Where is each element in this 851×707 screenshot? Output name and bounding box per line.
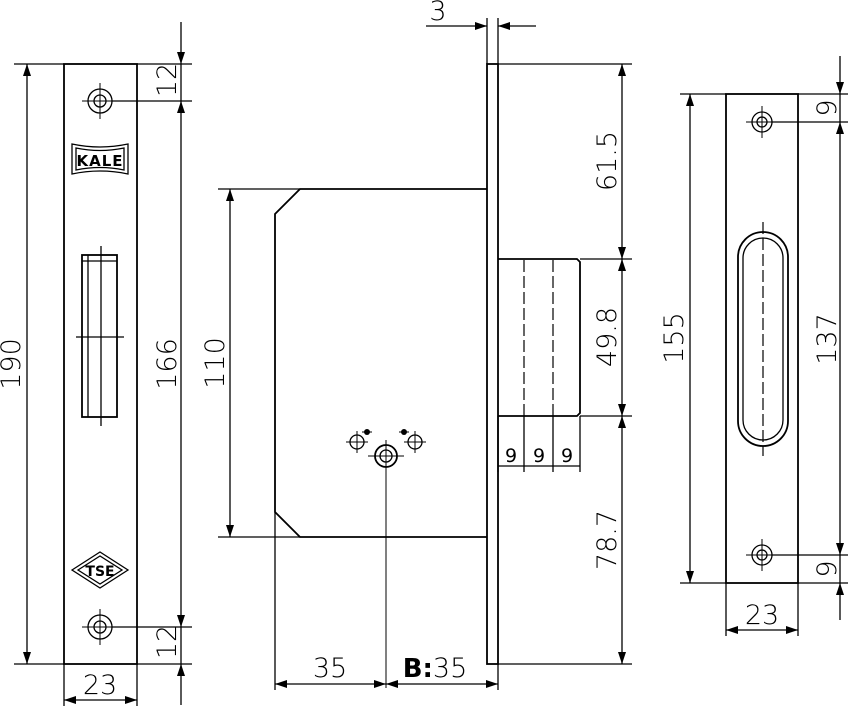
dim-strike-bottom-offset-label: 9 bbox=[812, 560, 843, 577]
dim-plate-thickness-label: 3 bbox=[429, 0, 446, 27]
dim-faceplate-height-label: 190 bbox=[0, 338, 27, 390]
dim-strike-bottom-offset: 9 bbox=[772, 554, 848, 620]
dim-upper-offset-label: 61.5 bbox=[592, 131, 623, 191]
dim-backset-label: B:35 bbox=[403, 653, 468, 684]
dim-faceplate-screw-span: 166 bbox=[152, 101, 185, 627]
dim-faceplate-bottom-offset: 12 bbox=[112, 625, 192, 705]
lock-front-plate bbox=[486, 63, 499, 665]
tse-mark-text: TSE bbox=[85, 564, 114, 580]
strike-plate-outline bbox=[725, 93, 799, 584]
faceplate-view: KALE TSE 190 12 bbox=[0, 22, 192, 706]
dim-vertical-chain: 61.5 49.8 78.7 bbox=[498, 63, 632, 665]
spindle-icon bbox=[368, 440, 404, 688]
lock-body-view: 3 110 61.5 49.8 78.7 bbox=[200, 0, 632, 690]
dim-horizontal-chain: 35 B:35 bbox=[274, 512, 499, 690]
kale-logo-icon: KALE bbox=[71, 143, 129, 175]
dim-strike-width: 23 bbox=[725, 583, 799, 636]
dim-faceplate-top-offset-label: 12 bbox=[152, 63, 183, 97]
dim-lower-offset-label: 78.7 bbox=[592, 510, 623, 570]
dim-faceplate-screw-span-label: 166 bbox=[152, 338, 183, 390]
dim-bolt-segments: 9 9 9 bbox=[497, 416, 581, 472]
dim-bolt-segment-2-label: 9 bbox=[533, 445, 545, 467]
dim-bolt-segment-3-label: 9 bbox=[561, 445, 573, 467]
dim-faceplate-bottom-offset-label: 12 bbox=[152, 625, 183, 659]
dim-bolt-height-label: 49.8 bbox=[592, 307, 623, 367]
dim-faceplate-top-offset: 12 bbox=[112, 22, 192, 102]
dim-strike-screw-span: 137 bbox=[812, 122, 844, 555]
tse-mark-icon: TSE bbox=[70, 551, 130, 589]
dim-strike-height-label: 155 bbox=[659, 312, 690, 364]
fixing-screw-right-icon bbox=[399, 429, 426, 453]
dim-spindle-offset-label: 35 bbox=[313, 653, 347, 684]
faceplate-outline bbox=[63, 63, 138, 665]
strike-plate-view: 155 9 137 9 23 bbox=[659, 56, 848, 636]
dim-strike-top-offset: 9 bbox=[772, 56, 848, 123]
dim-body-height: 110 bbox=[200, 188, 300, 538]
kale-logo-text: KALE bbox=[76, 152, 123, 170]
dim-strike-height: 155 bbox=[659, 93, 726, 584]
deadbolt bbox=[498, 258, 581, 417]
faceplate-bolt-opening bbox=[76, 246, 124, 426]
lock-case-outline bbox=[274, 188, 487, 538]
dim-strike-width-label: 23 bbox=[745, 600, 779, 631]
dim-faceplate-height: 190 bbox=[0, 63, 64, 665]
fixing-screw-left-icon bbox=[346, 429, 372, 453]
dim-strike-screw-span-label: 137 bbox=[812, 313, 843, 365]
backset-value: 35 bbox=[433, 653, 467, 684]
strike-slot bbox=[737, 222, 789, 456]
dim-faceplate-width-label: 23 bbox=[83, 670, 117, 701]
dim-faceplate-width: 23 bbox=[63, 664, 138, 706]
backset-prefix: B: bbox=[403, 654, 433, 684]
dim-body-height-label: 110 bbox=[200, 337, 231, 389]
dim-bolt-segment-1-label: 9 bbox=[505, 445, 517, 467]
dim-plate-thickness: 3 bbox=[426, 0, 536, 64]
dim-strike-top-offset-label: 9 bbox=[812, 99, 843, 116]
